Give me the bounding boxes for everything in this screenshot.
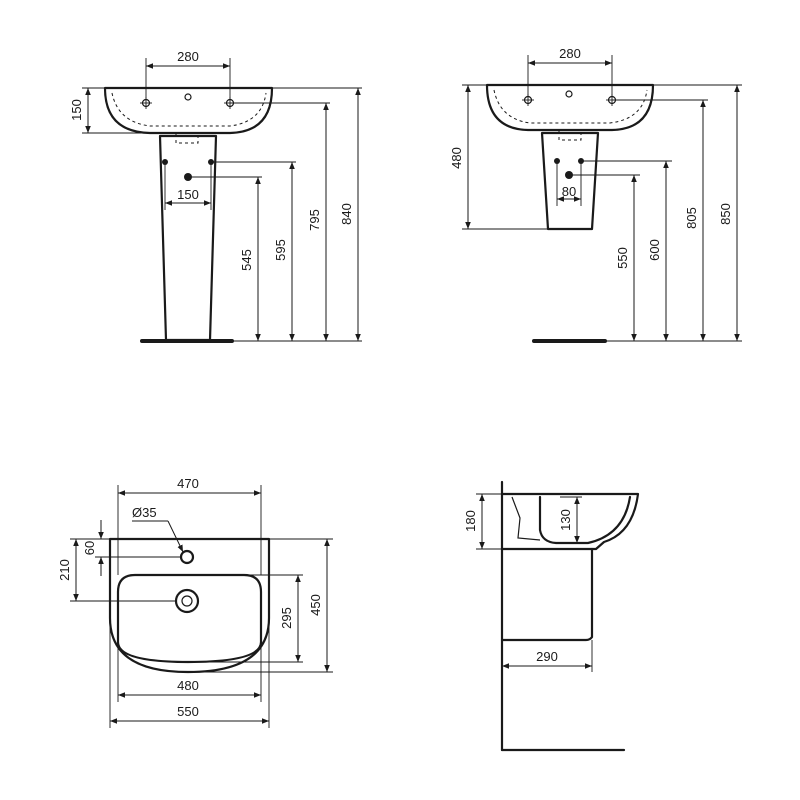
dim-bowl-width: 480: [177, 678, 199, 693]
overflow-hole-icon: [565, 90, 573, 98]
pedestal-front-view: 280 150 150 545 595 795 840: [69, 49, 362, 343]
pedestal-outline: [158, 134, 218, 342]
semi-pedestal-front-view: 280 480 80 550 600 805 850: [449, 46, 742, 343]
dim-waste-offset: 210: [57, 559, 72, 581]
basin-inner-dashed: [111, 92, 267, 127]
shroud-section-outline: [500, 547, 594, 642]
waste-outlet-dashed: [175, 132, 199, 144]
overflow-hole-icon: [184, 93, 192, 101]
trap-outline: [511, 496, 541, 541]
dim-overall-width: 550: [177, 704, 199, 719]
dim-waste-height: 550: [615, 247, 630, 269]
dim-bowl-depth: 130: [558, 509, 573, 531]
basin-outline: [485, 83, 655, 132]
basin-inner-dashed: [493, 89, 648, 124]
dim-inner-width: 470: [177, 476, 199, 491]
bowl-inner-outline: [116, 573, 263, 664]
dim-waste-spacing: 80: [562, 184, 576, 199]
dim-waste-spacing: 150: [177, 187, 199, 202]
dim-tap-offset: 60: [82, 541, 97, 555]
dim-projection: 450: [308, 594, 323, 616]
plan-view: 470 Ø35 60 210 295 450 480 550: [57, 476, 333, 728]
dim-tap-spacing: 280: [177, 49, 199, 64]
tap-hole-icon: [179, 549, 195, 565]
waste-outlet-dashed: [558, 129, 582, 141]
dim-shroud-height: 480: [449, 147, 464, 169]
dim-waste-height: 545: [239, 249, 254, 271]
dim-projection: 290: [536, 649, 558, 664]
dim-bowl-depth: 150: [69, 99, 84, 121]
dim-tap-hole: Ø35: [132, 505, 157, 520]
basin-outline: [103, 86, 274, 135]
shroud-outline: [540, 131, 600, 231]
side-view: 180 130 290: [463, 480, 640, 752]
basin-section-outline: [500, 492, 640, 551]
dim-rim-height: 805: [684, 207, 699, 229]
dim-rim-to-bracket: 180: [463, 510, 478, 532]
dim-tap-spacing: 280: [559, 46, 581, 61]
dim-trap-height: 600: [647, 239, 662, 261]
dim-rim-height: 795: [307, 209, 322, 231]
waste-outlet-icon: [174, 588, 200, 614]
dim-overall-height: 850: [718, 203, 733, 225]
dim-overall-height: 840: [339, 203, 354, 225]
dim-bowl-depth: 295: [279, 607, 294, 629]
dim-trap-height: 595: [273, 239, 288, 261]
